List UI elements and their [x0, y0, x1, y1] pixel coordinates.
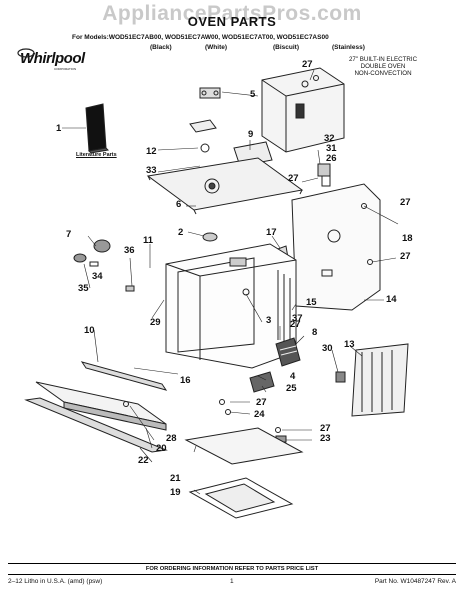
- callout-26: 26: [326, 153, 337, 164]
- callout-21: 21: [170, 473, 181, 484]
- callout-27-side-upper: 27: [400, 197, 411, 208]
- callout-24: 24: [254, 409, 265, 420]
- finish-black: (Black): [150, 44, 172, 51]
- finish-biscuit: (Biscuit): [273, 44, 299, 51]
- oven-cavity: [165, 243, 297, 369]
- callout-22: 22: [138, 455, 149, 466]
- callout-27-upper: 27: [288, 173, 299, 184]
- ordering-info: FOR ORDERING INFORMATION REFER TO PARTS …: [145, 566, 319, 572]
- callout-32: 32: [324, 133, 335, 144]
- logo-swirl: [17, 48, 35, 58]
- callout-14: 14: [386, 294, 397, 305]
- litho-text: 2–12 Litho in U.S.A. (amd) (psw): [8, 578, 103, 585]
- callout-18: 18: [402, 233, 413, 244]
- oven-desc-line-2: DOUBLE OVEN: [360, 63, 406, 70]
- callout-31: 31: [326, 143, 337, 154]
- callout-11: 11: [143, 235, 154, 246]
- element-ring: [202, 232, 218, 242]
- screw-27a: [219, 399, 225, 405]
- callout-4: 4: [290, 371, 296, 382]
- oven-desc-line-1: 27" BUILT-IN ELECTRIC: [348, 56, 418, 63]
- door-hinge-bracket: [249, 371, 275, 393]
- callout-27-lower: 27: [320, 423, 331, 434]
- callout-28: 28: [166, 433, 177, 444]
- callout-36: 36: [124, 245, 135, 256]
- screw-27c: [275, 427, 281, 433]
- terminal-block: [199, 87, 221, 99]
- callout-37: 37: [292, 313, 303, 324]
- callout-2: 2: [178, 227, 184, 238]
- footer-divider-bottom: [8, 574, 456, 575]
- callout-25: 25: [286, 383, 297, 394]
- leader-lines: [62, 69, 399, 495]
- callout-5: 5: [250, 89, 256, 100]
- oven-description: 27" BUILT-IN ELECTRIC DOUBLE OVEN NON-CO…: [328, 56, 438, 77]
- callout-10: 10: [84, 325, 95, 336]
- callout-15: 15: [306, 297, 317, 308]
- side-panel: [291, 183, 381, 311]
- callout-6: 6: [176, 199, 182, 210]
- callout-27-vent: 27: [290, 319, 301, 330]
- hinge-receiver: [351, 343, 409, 417]
- part-number: Part No. W10487247 Rev. A: [374, 578, 456, 585]
- page-number: 1: [230, 578, 234, 585]
- callout-34: 34: [92, 271, 103, 282]
- callout-7: 7: [66, 229, 72, 240]
- finish-white: (White): [205, 44, 228, 51]
- callout-27-top: 27: [302, 59, 313, 70]
- model-numbers: For Models:WOD51EC7AB00, WOD51EC7AW00, W…: [72, 34, 329, 41]
- callout-13: 13: [344, 339, 355, 350]
- callout-33: 33: [146, 165, 157, 176]
- callout-20: 20: [156, 443, 167, 454]
- front-trim: [80, 361, 168, 391]
- latch: [335, 371, 346, 383]
- callout-8: 8: [312, 327, 318, 338]
- sensor-parts: [73, 239, 111, 267]
- callout-9: 9: [248, 129, 254, 140]
- watermark: AppliancePartsPros.com: [102, 2, 362, 25]
- literature-parts-label: Literature Parts: [76, 152, 117, 158]
- oven-bottom: [184, 427, 304, 465]
- top-panel: [146, 157, 304, 215]
- callout-27-side-lower: 27: [400, 251, 411, 262]
- callout-29: 29: [150, 317, 161, 328]
- screw-27b: [225, 409, 231, 415]
- oven-desc-line-3: NON-CONVECTION: [354, 70, 412, 77]
- vent-grille: [275, 337, 301, 367]
- callout-3: 3: [266, 315, 272, 326]
- callout-27-middle: 27: [256, 397, 267, 408]
- callout-1: 1: [56, 123, 62, 134]
- kick-strip: [24, 397, 168, 453]
- callout-19: 19: [170, 487, 181, 498]
- bottom-vent-trim: [35, 381, 167, 431]
- door-glass: [188, 477, 294, 519]
- finish-stainless: (Stainless): [332, 44, 365, 51]
- callout-23: 23: [320, 433, 331, 444]
- callout-16: 16: [180, 375, 191, 386]
- callout-12: 12: [146, 146, 157, 157]
- callout-35: 35: [78, 283, 89, 294]
- whirlpool-logo: Whirlpool: [20, 50, 85, 67]
- page-title: OVEN PARTS: [187, 14, 277, 29]
- top-bracket: [189, 119, 217, 153]
- callout-17: 17: [266, 227, 277, 238]
- logo-corporation-text: CORPORATION: [54, 67, 77, 71]
- rear-panel: [261, 67, 345, 153]
- callout-30: 30: [322, 343, 333, 354]
- literature-booklet: [85, 103, 110, 154]
- mount-bolt: [125, 285, 135, 292]
- footer-divider-top: [8, 563, 456, 564]
- side-bracket: [317, 163, 331, 187]
